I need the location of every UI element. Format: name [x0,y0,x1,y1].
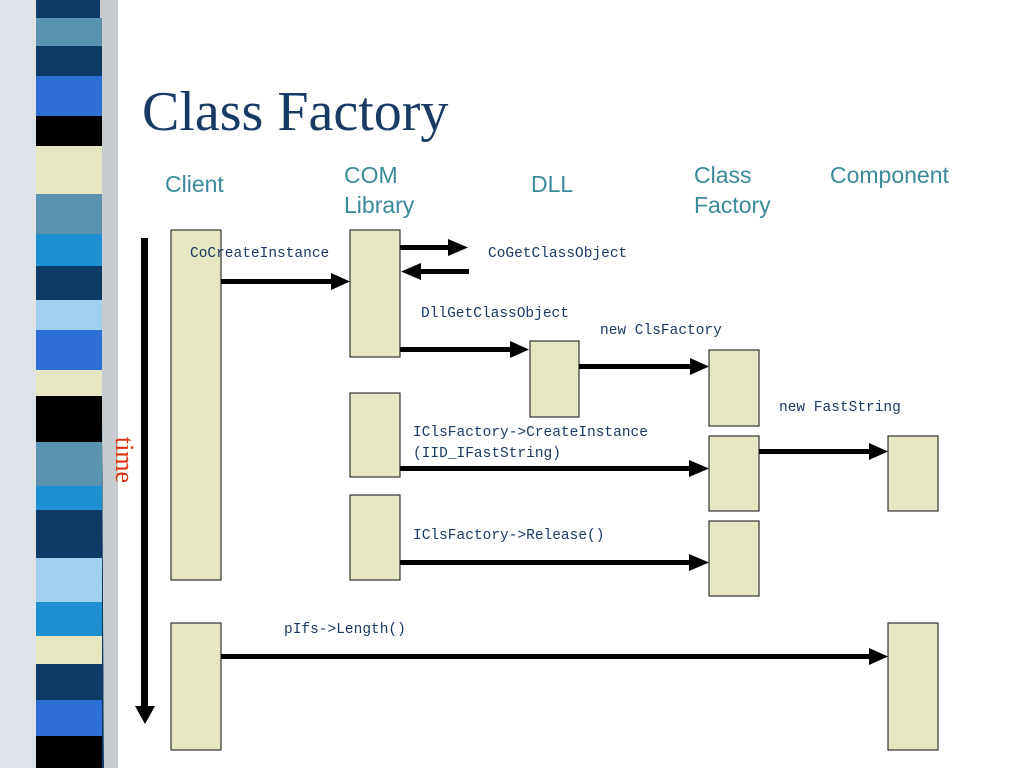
com-library-activation-box-3 [349,494,401,581]
column-label-dll-text: DLL [531,171,574,197]
stripe-bar [0,0,118,768]
activation-boxes [170,229,939,751]
message-label-createinstance: IClsFactory->CreateInstance (IID_IFastSt… [413,423,648,465]
arrow-new-faststring [759,443,888,460]
column-label-class-factory-line2: Factory [694,192,771,218]
arrow-cocreateinstance [221,273,350,290]
arrow-release [400,554,709,571]
component-activation-box-2 [887,622,939,751]
class-factory-activation-box-1 [708,349,760,427]
column-label-com-library-line1: COM [344,162,398,188]
column-label-class-factory: Class Factory [694,160,771,220]
arrow-length [221,648,888,665]
message-label-new-clsfactory: new ClsFactory [600,323,722,339]
column-label-com-library: COM Library [344,160,414,220]
column-label-client: Client [165,169,224,199]
class-factory-activation-box-2 [708,435,760,512]
time-axis-label: time [110,436,139,484]
message-label-cocreateinstance: CoCreateInstance [190,246,330,262]
arrow-new-clsfactory [579,358,709,375]
column-label-component: Component [830,160,949,190]
com-library-activation-box-1 [349,229,401,358]
time-arrow [135,238,155,724]
message-label-createinstance-line1: IClsFactory->CreateInstance [413,425,648,441]
dll-activation-box [529,340,580,418]
message-label-length: pIfs->Length() [284,622,406,638]
column-label-dll: DLL [531,169,573,199]
arrow-createinstance [400,460,709,477]
message-label-new-faststring: new FastString [779,400,901,416]
class-factory-activation-box-3 [708,520,760,597]
column-label-com-library-line2: Library [344,192,415,218]
column-label-class-factory-line1: Class [694,162,752,188]
com-library-activation-box-2 [349,392,401,478]
column-label-component-text: Component [830,162,949,188]
component-activation-box-1 [887,435,939,512]
slide-title: Class Factory [142,81,449,143]
arrow-cogetclassobject-call [400,239,468,256]
message-label-release: IClsFactory->Release() [413,528,605,544]
arrow-dllgetclassobject [400,341,529,358]
client-activation-box-1 [170,229,222,581]
message-label-cogetclassobject: CoGetClassObject [488,246,628,262]
column-label-client-text: Client [165,171,224,197]
arrow-cogetclassobject-return [401,263,469,280]
message-label-dllgetclassobject: DllGetClassObject [421,306,569,322]
client-activation-box-2 [170,622,222,751]
message-arrows [221,239,888,665]
message-label-createinstance-line2: (IID_IFastString) [413,446,561,462]
